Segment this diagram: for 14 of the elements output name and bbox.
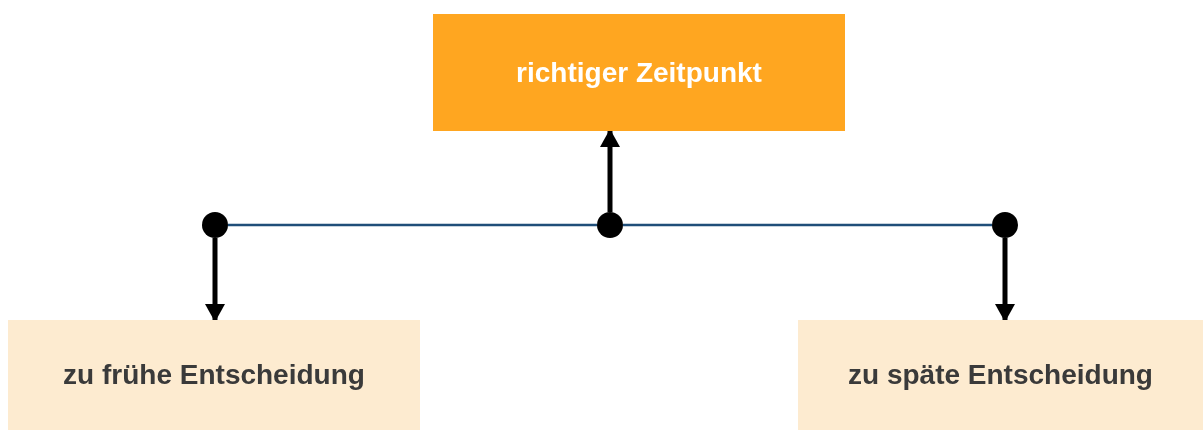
arrow [995, 238, 1015, 322]
timeline-dot [597, 212, 623, 238]
arrow [600, 129, 620, 212]
timeline-dot [202, 212, 228, 238]
timeline-dot [992, 212, 1018, 238]
box-label: richtiger Zeitpunkt [516, 56, 762, 89]
label-box [8, 320, 420, 430]
label-box [433, 14, 845, 131]
label-box [798, 320, 1203, 430]
box-label: zu frühe Entscheidung [63, 359, 365, 391]
connector-line [228, 223, 597, 227]
arrow [205, 238, 225, 322]
connector-line [623, 223, 992, 227]
box-label: zu späte Entscheidung [848, 359, 1153, 391]
